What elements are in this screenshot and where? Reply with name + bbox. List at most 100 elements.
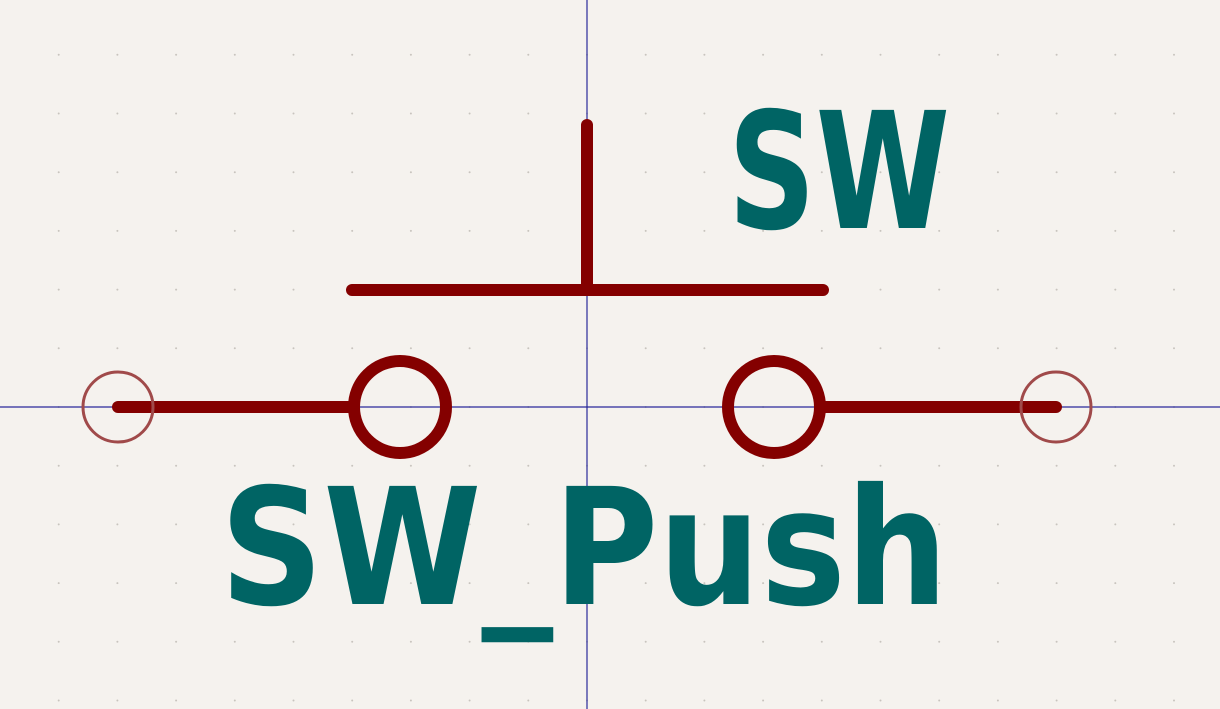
grid-dot <box>175 464 178 467</box>
grid-dot <box>409 640 412 643</box>
grid-dot <box>1114 229 1117 232</box>
grid-dot <box>527 171 530 174</box>
grid-dot <box>996 53 999 56</box>
grid-dot <box>938 523 941 526</box>
grid-dot <box>879 229 882 232</box>
grid-dot <box>820 112 823 115</box>
grid-dot <box>820 523 823 526</box>
grid-dot <box>468 464 471 467</box>
grid-dot <box>468 582 471 585</box>
grid-dot <box>1055 112 1058 115</box>
grid-dot <box>527 523 530 526</box>
grid-dot <box>644 347 647 350</box>
grid-dot <box>879 523 882 526</box>
grid-dot <box>762 582 765 585</box>
grid-dot <box>820 699 823 702</box>
grid-dot <box>644 640 647 643</box>
grid-dot <box>116 582 119 585</box>
grid-dot <box>644 582 647 585</box>
grid-dot <box>57 229 60 232</box>
grid-dot <box>233 171 236 174</box>
grid-dot <box>175 347 178 350</box>
grid-dot <box>1055 347 1058 350</box>
grid-dot <box>1055 171 1058 174</box>
grid-dot <box>1055 229 1058 232</box>
grid-dot <box>409 464 412 467</box>
grid-dot <box>879 171 882 174</box>
grid-dot <box>292 53 295 56</box>
grid-dot <box>644 171 647 174</box>
grid-dot <box>233 523 236 526</box>
grid-dot <box>409 229 412 232</box>
grid-dot <box>527 699 530 702</box>
grid-dot <box>1114 523 1117 526</box>
grid-dot <box>1173 229 1175 232</box>
grid-dot <box>233 53 236 56</box>
grid-dot <box>996 229 999 232</box>
grid-dot <box>57 53 60 56</box>
grid-dot <box>820 464 823 467</box>
grid-dot <box>351 582 354 585</box>
grid-dot <box>233 347 236 350</box>
pin-2-end-marker[interactable] <box>1019 370 1093 444</box>
grid-dot <box>703 582 706 585</box>
grid-dot <box>820 171 823 174</box>
grid-dot <box>1114 699 1117 702</box>
grid-dot <box>527 582 530 585</box>
grid-dot <box>116 229 119 232</box>
grid-dot <box>351 53 354 56</box>
grid-dot <box>996 112 999 115</box>
grid-dot <box>292 229 295 232</box>
grid-dot <box>1173 112 1175 115</box>
grid-dot <box>116 464 119 467</box>
grid-dot <box>762 112 765 115</box>
grid-dot <box>938 229 941 232</box>
grid-dot <box>1055 582 1058 585</box>
grid-dot <box>703 229 706 232</box>
grid-dot <box>116 699 119 702</box>
grid-dot <box>996 288 999 291</box>
pin-1-end-marker[interactable] <box>81 370 155 444</box>
grid-dot <box>57 171 60 174</box>
grid-dot <box>1055 699 1058 702</box>
grid-dot <box>57 640 60 643</box>
grid-dot <box>527 112 530 115</box>
grid-dot <box>527 464 530 467</box>
grid-dot <box>1173 640 1175 643</box>
grid-dot <box>292 112 295 115</box>
grid-dot <box>233 288 236 291</box>
grid-dot <box>175 699 178 702</box>
grid-dot <box>351 640 354 643</box>
grid-dot <box>116 640 119 643</box>
grid-dot <box>116 53 119 56</box>
grid-dot <box>879 53 882 56</box>
grid-dot <box>1114 288 1117 291</box>
grid-dot <box>938 699 941 702</box>
grid-dot <box>57 523 60 526</box>
grid-dot <box>292 582 295 585</box>
grid-dot <box>820 640 823 643</box>
grid-dot <box>1114 53 1117 56</box>
grid-dot <box>468 171 471 174</box>
grid-dot <box>938 640 941 643</box>
reference-designator[interactable]: SW <box>728 79 950 267</box>
grid-dot <box>409 523 412 526</box>
grid-dot <box>1114 171 1117 174</box>
grid-dot <box>996 640 999 643</box>
grid-dot <box>879 112 882 115</box>
grid-dot <box>1173 699 1175 702</box>
grid-dot <box>57 464 60 467</box>
grid-dot <box>292 347 295 350</box>
grid-dot <box>175 523 178 526</box>
grid-dot <box>762 640 765 643</box>
grid-dot <box>409 171 412 174</box>
grid-dot <box>292 523 295 526</box>
grid-dot <box>820 53 823 56</box>
grid-dot <box>703 523 706 526</box>
grid-dot <box>527 53 530 56</box>
grid-dot <box>879 288 882 291</box>
symbol-value[interactable]: SW_Push <box>220 455 948 643</box>
